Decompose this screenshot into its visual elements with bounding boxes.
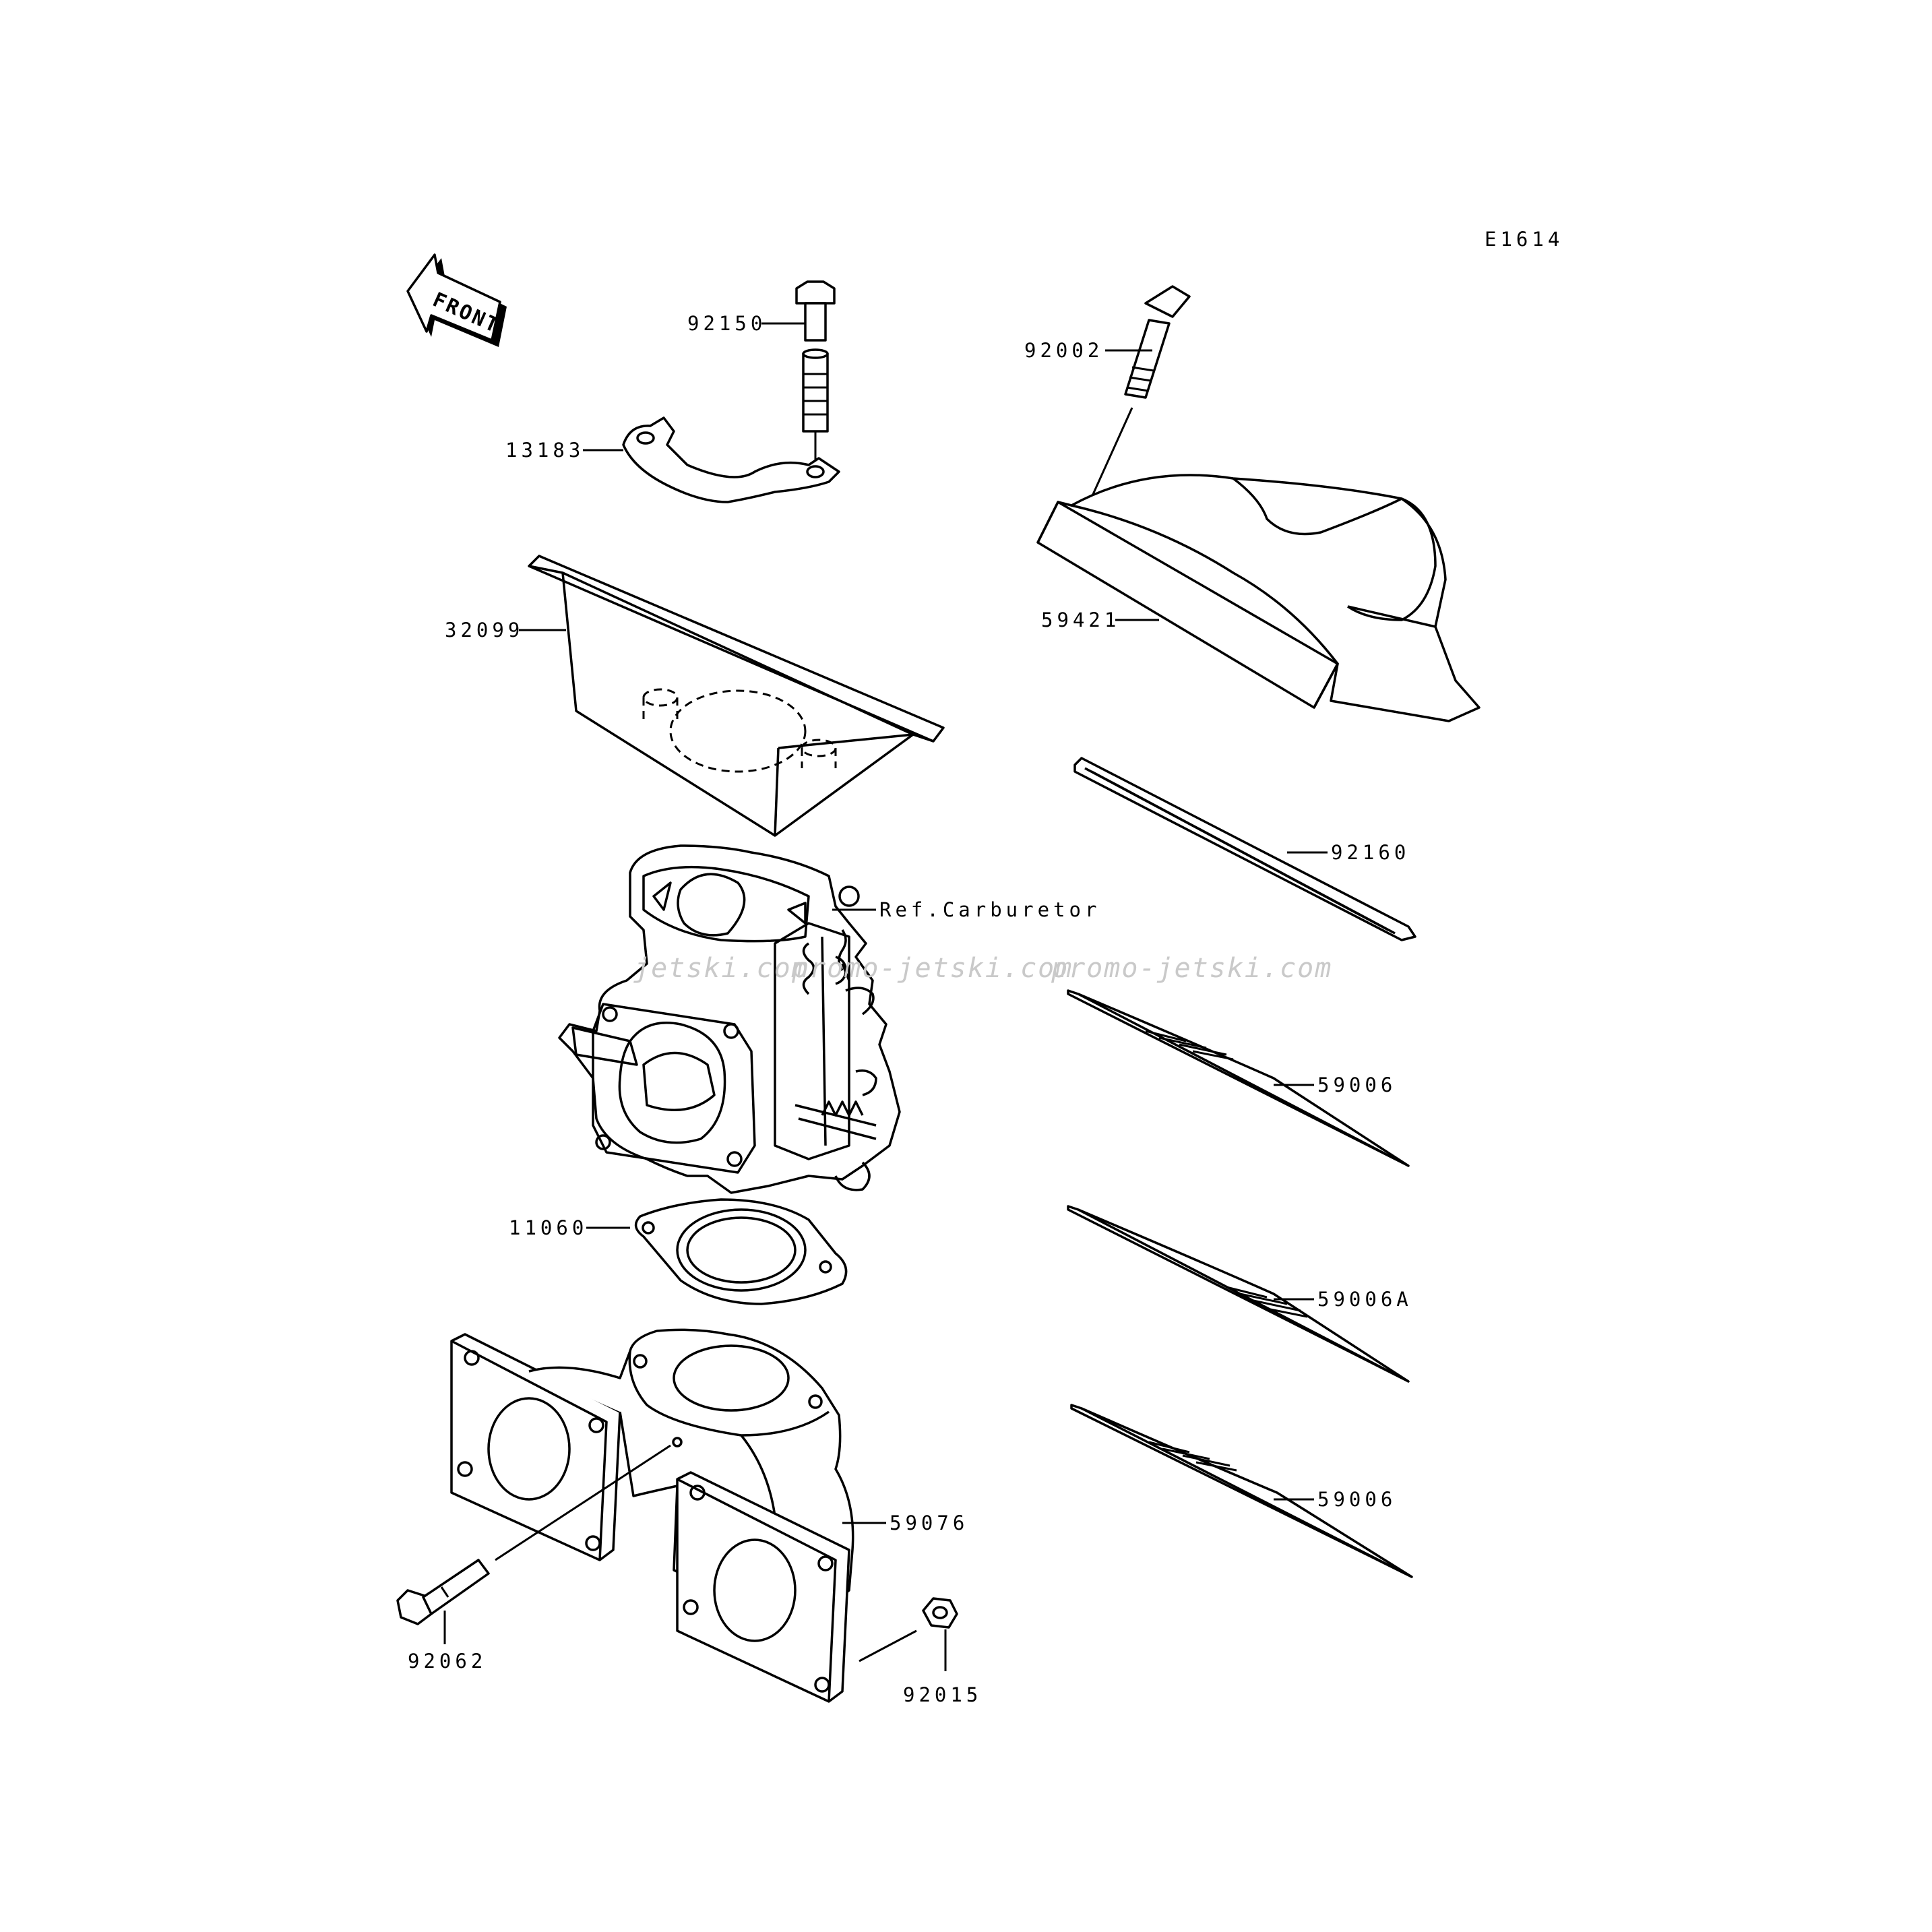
front-arrow-icon: FRONT: [406, 253, 507, 347]
part-59076-intake-manifold: [450, 1328, 854, 1703]
part-92015-nut: [922, 1597, 958, 1629]
callout-ref-carburetor: Ref.Carburetor: [879, 898, 1100, 921]
part-92160-gasket: [1073, 757, 1416, 941]
callout-92160: 92160: [1331, 841, 1410, 864]
callout-92015: 92015: [903, 1683, 982, 1706]
callout-59006-top: 59006: [1317, 1073, 1396, 1096]
part-59006-reed-valve-bottom: [1070, 1404, 1413, 1578]
part-92002-bolt: [1124, 285, 1191, 399]
callout-13183: 13183: [505, 439, 584, 462]
carburetor-illustration: [558, 844, 901, 1194]
callout-59421: 59421: [1041, 609, 1120, 631]
part-92062-stud: [396, 1559, 490, 1625]
callout-92002: 92002: [1024, 339, 1103, 362]
part-59421-cover: [1036, 474, 1481, 722]
callout-92062: 92062: [408, 1650, 487, 1673]
part-13183-bracket: [622, 416, 840, 503]
callout-59076: 59076: [890, 1512, 968, 1534]
callout-59006-bottom: 59006: [1317, 1488, 1396, 1511]
part-32099-airbox: [528, 555, 945, 837]
part-59006A-reed-valve: [1067, 1205, 1410, 1383]
callout-59006A: 59006A: [1317, 1288, 1412, 1311]
callout-11060: 11060: [509, 1216, 588, 1239]
diagram-code: E1614: [1485, 228, 1563, 251]
callout-92150: 92150: [687, 312, 766, 335]
watermark-3: promo-jetski.com: [1051, 953, 1332, 984]
part-11060-gasket: [634, 1198, 848, 1305]
part-59006-reed-valve-top: [1067, 989, 1410, 1167]
callout-32099: 32099: [445, 619, 524, 642]
watermark-2: promo-jetski.com: [791, 953, 1073, 984]
part-92150-bolt: [795, 280, 836, 465]
watermark-1: jetski.com: [633, 953, 809, 984]
